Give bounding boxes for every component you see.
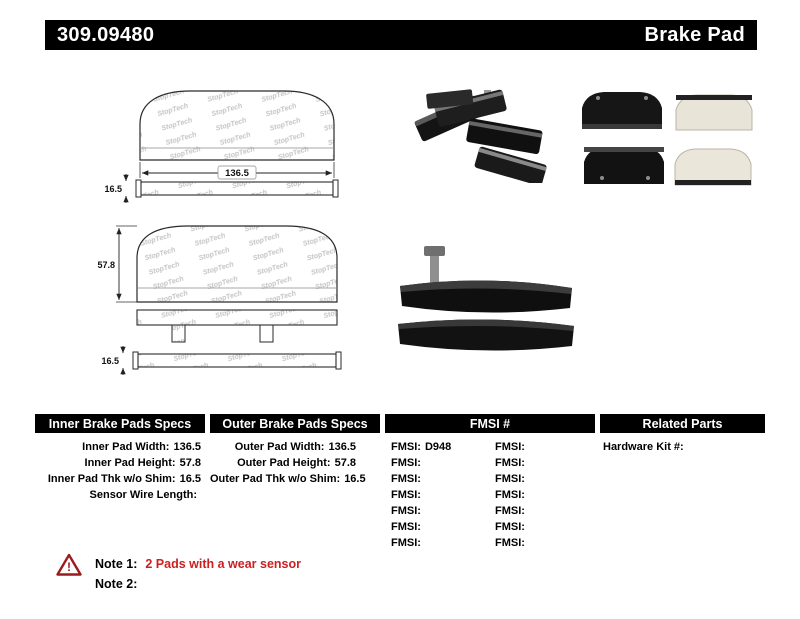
- spec-value: 57.8: [334, 457, 356, 469]
- fmsi-label: FMSI:: [391, 521, 421, 533]
- technical-drawing: StopTech 136.5 16.5 57.8: [97, 90, 342, 375]
- pad-pairs-photo: [582, 92, 753, 186]
- dim-pad-height: 57.8: [97, 260, 115, 270]
- spec-row: Outer Pad Thk w/o Shim:16.5: [210, 471, 366, 487]
- fmsi-row: FMSI:: [391, 519, 491, 535]
- fmsi-label: FMSI:: [391, 441, 421, 453]
- fmsi-row: FMSI:: [495, 439, 595, 455]
- fmsi-label: FMSI:: [495, 457, 525, 469]
- fmsi-header: FMSI #: [385, 414, 595, 433]
- fmsi-row: FMSI:: [391, 455, 491, 471]
- fmsi-right-column: FMSI: FMSI: FMSI: FMSI: FMSI: FMSI: FMSI…: [495, 439, 595, 551]
- fmsi-label: FMSI:: [495, 473, 525, 485]
- note-1: Note 1: 2 Pads with a wear sensor: [95, 557, 301, 571]
- spec-value: 16.5: [179, 473, 201, 485]
- fmsi-row: FMSI:: [391, 471, 491, 487]
- pad-front-view-large: [136, 225, 338, 303]
- fmsi-label: FMSI:: [495, 505, 525, 517]
- spec-row: Outer Pad Height:57.8: [210, 455, 356, 471]
- fmsi-row: FMSI:D948: [391, 439, 491, 455]
- spec-row: Inner Pad Thk w/o Shim:16.5: [35, 471, 201, 487]
- inner-specs-table: Inner Pad Width:136.5 Inner Pad Height:5…: [35, 439, 201, 503]
- fmsi-row: FMSI:: [391, 535, 491, 551]
- pad-edge-photo: [398, 246, 574, 351]
- dim-pad-thickness-top: 16.5: [104, 184, 122, 194]
- note-2: Note 2:: [95, 577, 145, 591]
- note-2-label: Note 2:: [95, 577, 138, 591]
- dim-pad-thickness-bottom: 16.5: [101, 356, 119, 366]
- spec-label: Outer Pad Width:: [234, 441, 325, 453]
- outer-specs-header: Outer Brake Pads Specs: [210, 414, 380, 433]
- outer-specs-title: Outer Brake Pads Specs: [222, 416, 368, 431]
- fmsi-row: FMSI:: [391, 487, 491, 503]
- spec-value: 16.5: [344, 473, 366, 485]
- spec-row: Inner Pad Height:57.8: [35, 455, 201, 471]
- spec-label: Outer Pad Height:: [237, 457, 331, 469]
- spec-label: Inner Pad Thk w/o Shim:: [47, 473, 176, 485]
- header-bar: 309.09480 Brake Pad: [45, 20, 757, 50]
- dim-pad-width: 136.5: [225, 168, 249, 179]
- spec-value: 136.5: [173, 441, 201, 453]
- spec-label: Inner Pad Width:: [82, 441, 170, 453]
- fmsi-row: FMSI:: [495, 487, 595, 503]
- fmsi-label: FMSI:: [495, 521, 525, 533]
- fmsi-row: FMSI:: [495, 455, 595, 471]
- pad-front-view-top: [139, 90, 335, 161]
- fmsi-row: FMSI:: [391, 503, 491, 519]
- fmsi-row: FMSI:: [495, 519, 595, 535]
- fmsi-label: FMSI:: [391, 489, 421, 501]
- fmsi-title: FMSI #: [469, 416, 511, 431]
- pad-set-photo: [414, 89, 547, 183]
- fmsi-left-column: FMSI:D948 FMSI: FMSI: FMSI: FMSI: FMSI: …: [391, 439, 491, 551]
- inner-specs-title: Inner Brake Pads Specs: [48, 416, 192, 431]
- inner-specs-header: Inner Brake Pads Specs: [35, 414, 205, 433]
- fmsi-label: FMSI:: [391, 537, 421, 549]
- related-parts-table: Hardware Kit #:: [603, 439, 763, 455]
- outer-specs-table: Outer Pad Width:136.5 Outer Pad Height:5…: [210, 439, 366, 487]
- fmsi-row: FMSI:: [495, 503, 595, 519]
- warning-icon: !: [56, 553, 82, 576]
- related-parts-title: Related Parts: [642, 416, 723, 431]
- spec-row: Sensor Wire Length:: [35, 487, 201, 503]
- spec-label: Outer Pad Thk w/o Shim:: [210, 473, 341, 485]
- spec-label: Hardware Kit #:: [603, 441, 684, 453]
- spec-row: Outer Pad Width:136.5: [210, 439, 356, 455]
- part-number: 309.09480: [57, 23, 155, 46]
- spec-label: Sensor Wire Length:: [89, 489, 197, 501]
- spec-value: 57.8: [179, 457, 201, 469]
- fmsi-label: FMSI:: [391, 457, 421, 469]
- fmsi-row: FMSI:: [495, 535, 595, 551]
- fmsi-label: FMSI:: [495, 441, 525, 453]
- fmsi-row: FMSI:: [495, 471, 595, 487]
- fmsi-label: FMSI:: [495, 489, 525, 501]
- fmsi-label: FMSI:: [495, 537, 525, 549]
- note-1-text: 2 Pads with a wear sensor: [145, 557, 301, 571]
- spec-label: Inner Pad Height:: [84, 457, 176, 469]
- note-1-label: Note 1:: [95, 557, 138, 571]
- product-type-label: Brake Pad: [644, 23, 745, 46]
- spec-row: Hardware Kit #:: [603, 439, 763, 455]
- fmsi-value: D948: [424, 441, 452, 453]
- spec-value: 136.5: [328, 441, 356, 453]
- svg-text:!: !: [67, 560, 71, 574]
- fmsi-label: FMSI:: [391, 473, 421, 485]
- spec-row: Inner Pad Width:136.5: [35, 439, 201, 455]
- fmsi-label: FMSI:: [391, 505, 421, 517]
- backing-plate-view: [136, 309, 338, 326]
- related-parts-header: Related Parts: [600, 414, 765, 433]
